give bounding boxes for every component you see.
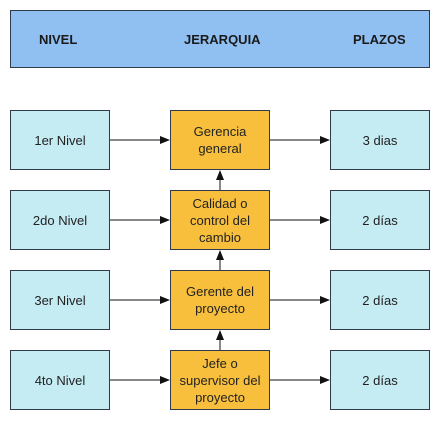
term-box-2: 2 días (330, 190, 430, 250)
role-box-2: Calidad o control del cambio (170, 190, 270, 250)
role-box-4: Jefe o supervisor del proyecto (170, 350, 270, 410)
level-box-3: 3er Nivel (10, 270, 110, 330)
role-box-3: Gerente del proyecto (170, 270, 270, 330)
header-plazos: PLAZOS (353, 32, 406, 47)
level-box-1: 1er Nivel (10, 110, 110, 170)
role-box-1: Gerencia general (170, 110, 270, 170)
header-bar: NIVEL JERARQUIA PLAZOS (10, 10, 430, 68)
header-nivel: NIVEL (39, 32, 78, 47)
header-jerarquia: JERARQUIA (184, 32, 261, 47)
term-box-4: 2 días (330, 350, 430, 410)
term-box-3: 2 días (330, 270, 430, 330)
level-box-2: 2do Nivel (10, 190, 110, 250)
level-box-4: 4to Nivel (10, 350, 110, 410)
term-box-1: 3 dias (330, 110, 430, 170)
